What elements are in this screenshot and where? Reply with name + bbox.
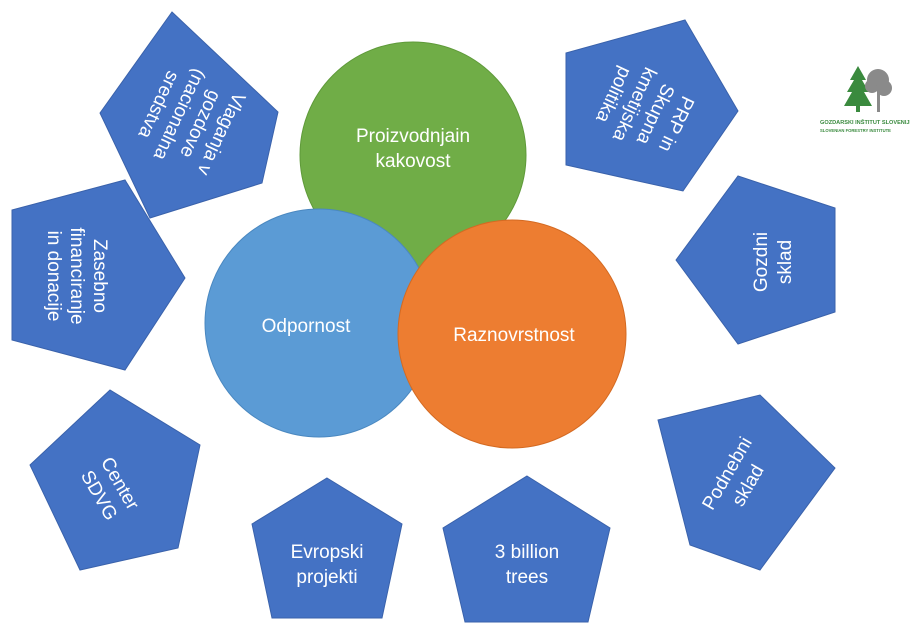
private-funding-line-3: in donacije: [43, 231, 64, 322]
pentagon-forest-investment: Vlaganja v gozdove (nacionalna sredstva: [99, 11, 279, 219]
resilience-label: Odpornost: [262, 316, 351, 337]
eu-projects-line-1: Evropski: [291, 542, 364, 563]
diversity-label: Raznovrstnost: [453, 325, 575, 346]
eu-projects-line-2: projekti: [296, 567, 357, 588]
pentagon-climate-fund: Podnebni sklad: [657, 394, 836, 571]
pentagon-private-funding: Zasebno financiranje in donacije: [11, 179, 186, 371]
billion-trees-line-2: trees: [506, 567, 548, 588]
circle-diversity: [397, 219, 627, 449]
forest-fund-line-2: sklad: [775, 240, 796, 284]
logo-name: GOZDARSKI INŠTITUT SLOVENIJE: [820, 118, 910, 126]
pentagon-cap: PRP in Skupna kmetijska politika: [565, 19, 739, 192]
pentagon-forest-fund: Gozdni sklad: [675, 175, 836, 345]
pentagon-sdvg-center: Center SDVG: [29, 389, 201, 571]
logo-subname: SLOVENIAN FORESTRY INSTITUTE: [820, 128, 891, 133]
institute-logo: GOZDARSKI INŠTITUT SLOVENIJE SLOVENIAN F…: [820, 62, 910, 142]
private-funding-line-1: Zasebno: [89, 239, 110, 313]
billion-trees-line-1: 3 billion: [495, 542, 559, 563]
pentagon-eu-projects: Evropski projekti: [251, 477, 403, 619]
tree-logo-icon: [844, 66, 892, 112]
production-line-1: Proizvodnjain: [356, 126, 470, 147]
private-funding-line-2: financiranje: [66, 227, 87, 324]
pentagon-billion-trees: 3 billion trees: [442, 475, 611, 623]
venn-diagram: Proizvodnjain kakovost Odpornost Raznovr…: [204, 41, 627, 449]
forest-fund-line-1: Gozdni: [751, 232, 772, 292]
production-line-2: kakovost: [376, 151, 452, 172]
